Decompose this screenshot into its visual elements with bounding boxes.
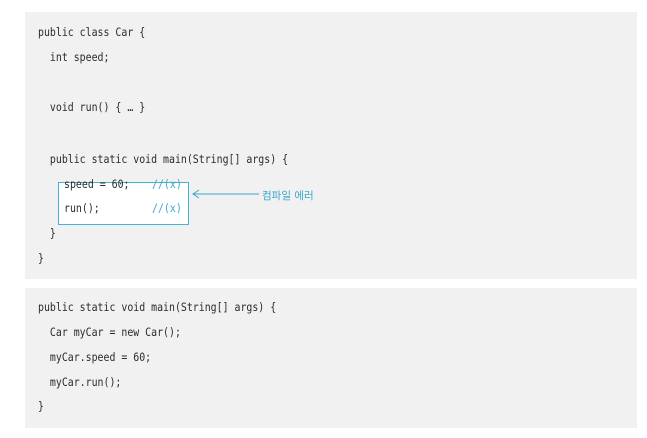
code-line: public static void main(String[] args) { — [38, 152, 289, 166]
code-line: void run() { … } — [38, 100, 146, 114]
code-panel-1 — [25, 12, 637, 279]
code-line: myCar.speed = 60; — [38, 350, 152, 364]
arrow-left-icon — [192, 189, 259, 199]
compile-error-label: 컴파일 에러 — [262, 190, 314, 202]
error-comment: //(x) — [152, 201, 182, 215]
code-panel-2 — [25, 288, 637, 428]
error-highlight-box — [58, 182, 189, 225]
code-line-error: run(); — [64, 201, 100, 215]
code-line: } — [38, 251, 44, 265]
code-line: Car myCar = new Car(); — [38, 325, 181, 339]
code-line: } — [38, 226, 56, 240]
code-line: myCar.run(); — [38, 375, 122, 389]
code-line-error: speed = 60; — [64, 177, 130, 191]
error-comment: //(x) — [152, 177, 182, 191]
code-line: public class Car { — [38, 25, 146, 39]
code-line: public static void main(String[] args) { — [38, 300, 277, 314]
code-line: int speed; — [38, 50, 110, 64]
code-line: } — [38, 399, 44, 413]
